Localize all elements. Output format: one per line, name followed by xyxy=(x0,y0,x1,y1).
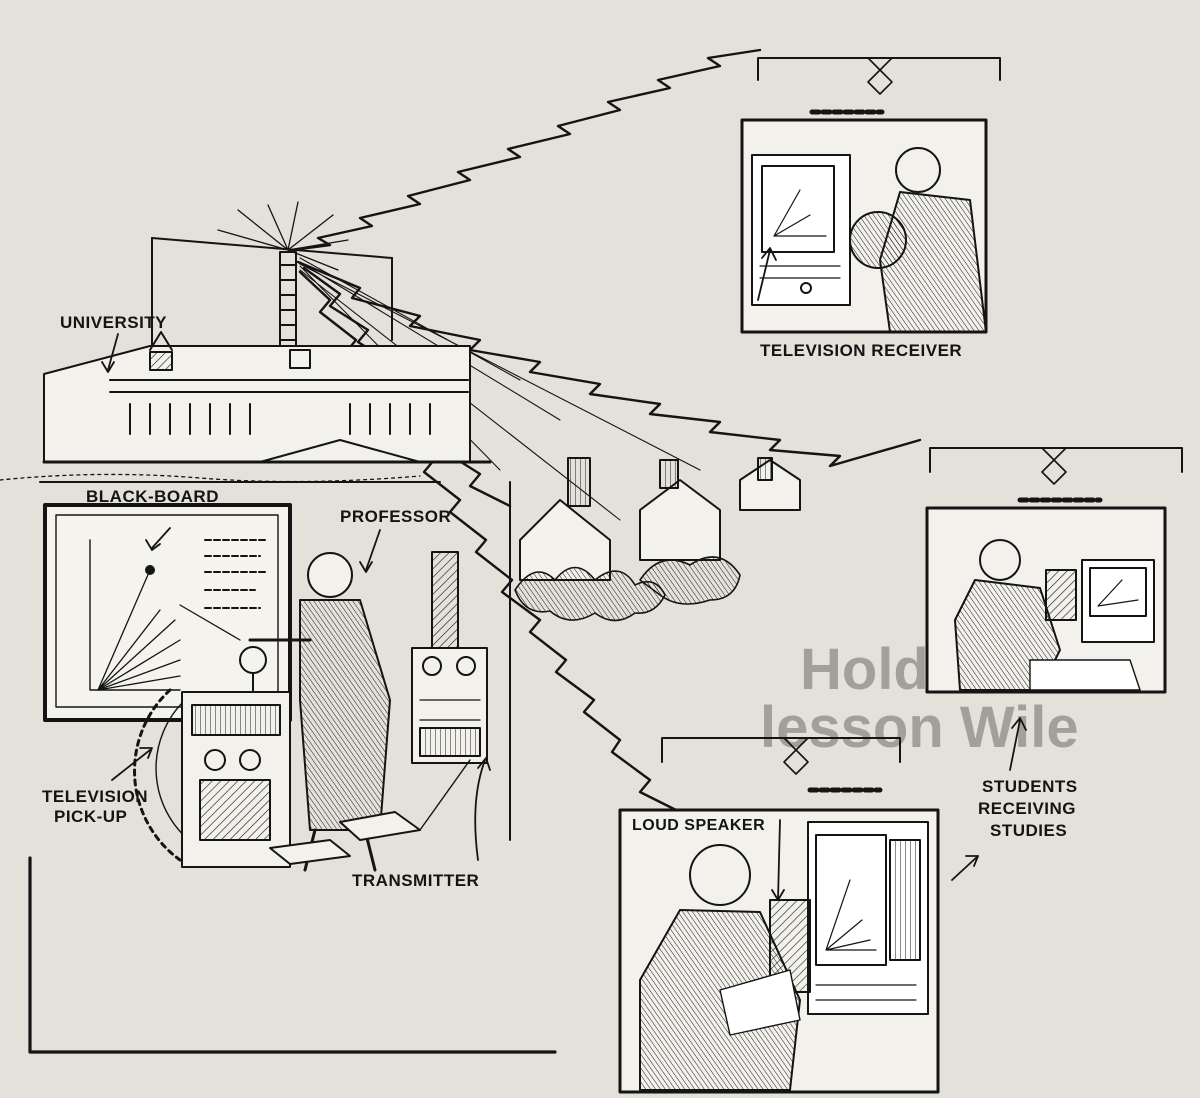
label-pickup-line1: TELEVISION xyxy=(42,787,149,806)
lecture-room xyxy=(28,481,557,1054)
label-blackboard: BLACK-BOARD xyxy=(86,487,219,506)
label-loudspeaker: LOUD SPEAKER xyxy=(632,817,766,834)
antenna-tower-icon xyxy=(151,201,393,348)
label-students-line3: STUDIES xyxy=(990,821,1068,840)
television-set-icon xyxy=(751,154,851,306)
house-icon xyxy=(519,457,801,581)
receiver-station-3 xyxy=(618,737,940,1094)
television-pickup-disk xyxy=(133,688,196,862)
television-set-icon xyxy=(807,821,929,1015)
town-scene xyxy=(514,457,801,622)
university-building xyxy=(0,331,492,483)
receiver-station-1 xyxy=(740,57,1001,334)
label-transmitter: TRANSMITTER xyxy=(352,871,480,890)
microphone-icon xyxy=(239,646,267,693)
label-pickup-line2: PICK-UP xyxy=(54,807,128,826)
receiver-station-2 xyxy=(925,447,1183,694)
transmitter-cabinet-icon xyxy=(411,551,488,764)
label-television-receiver: TELEVISION RECEIVER xyxy=(760,341,963,360)
tree-icon xyxy=(514,556,741,622)
label-students-line1: STUDENTS xyxy=(982,777,1078,796)
desk-books xyxy=(269,759,471,865)
television-set-icon xyxy=(1045,559,1155,643)
label-university: UNIVERSITY xyxy=(60,313,168,332)
label-arrows xyxy=(101,247,1027,901)
blackboard xyxy=(43,503,292,722)
label-professor: PROFESSOR xyxy=(340,507,452,526)
label-students-line2: RECEIVING xyxy=(978,799,1077,818)
camera-cabinet xyxy=(181,691,291,868)
